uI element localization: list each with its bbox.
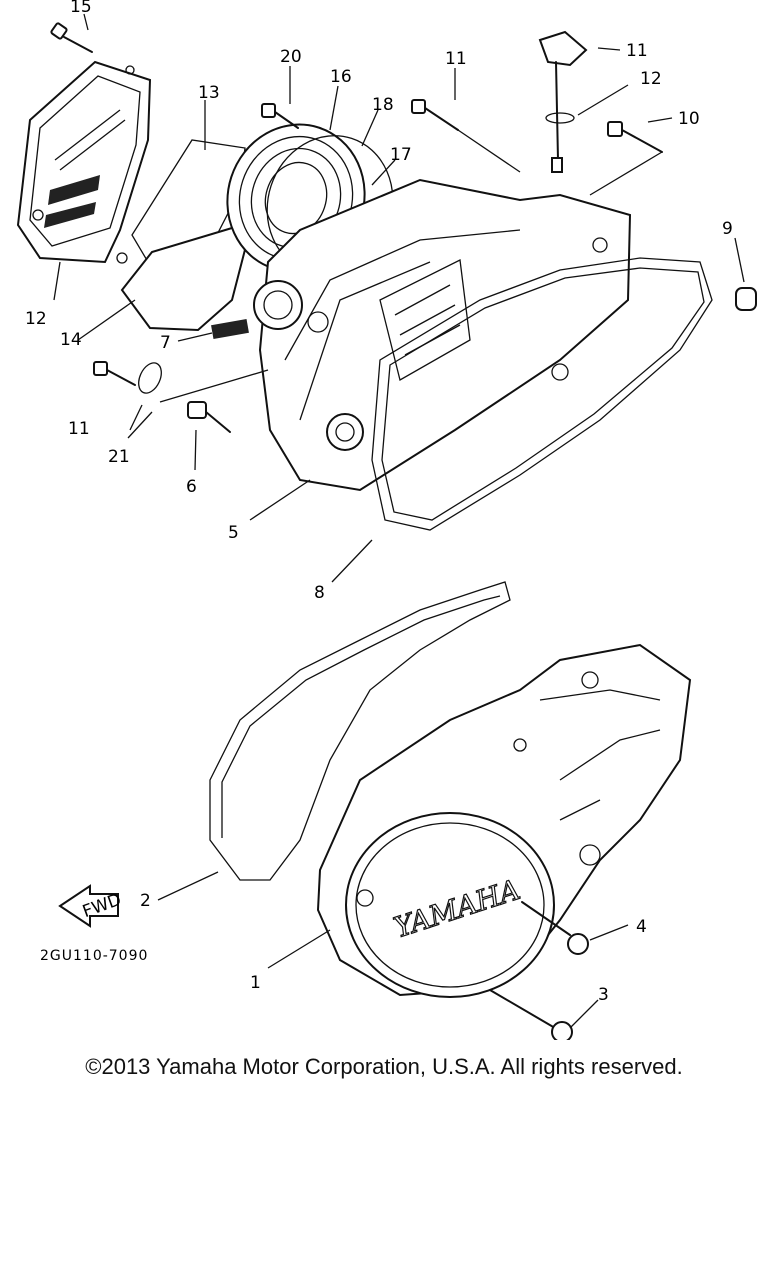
callout-15: 13 — [198, 83, 220, 103]
callout-17: 15 — [70, 0, 92, 17]
copyright-notice: ©2013 Yamaha Motor Corporation, U.S.A. A… — [85, 1054, 683, 1079]
callout-14: 12 — [25, 309, 47, 329]
callout-11-left: 11 — [68, 419, 90, 439]
callout-5: 5 — [228, 523, 239, 543]
callout-19: 17 — [390, 145, 412, 165]
part-2-gasket — [209, 581, 511, 881]
callout-18: 16 — [330, 67, 352, 87]
callout-16: 14 — [60, 330, 82, 350]
callout-20: 18 — [372, 95, 394, 115]
part-6-plug — [187, 401, 231, 433]
part-14-cover-plate — [16, 60, 152, 264]
part-11-bolt-left — [93, 361, 136, 386]
callout-22: 21 — [108, 447, 130, 467]
part-16-gasket — [120, 226, 250, 332]
callout-12: 11 — [626, 41, 648, 61]
part-1-magneto-cover: YAMAHA — [316, 643, 692, 998]
part-8-gasket — [371, 257, 713, 531]
part-11-bolt-top — [411, 99, 459, 131]
part-3-bolt — [489, 989, 573, 1040]
callout-10: 10 — [678, 109, 700, 129]
callout-1: 1 — [250, 973, 261, 993]
callout-3: 3 — [598, 985, 609, 1005]
leader-lines — [53, 13, 745, 1029]
exploded-parts-diagram: YAMAHA FWD 2GU110-7090 — [16, 0, 757, 1040]
part-10-bolt — [607, 121, 663, 153]
callout-4: 4 — [636, 917, 647, 937]
callout-labels: 15 13 12 14 20 16 18 17 11 11 12 10 9 7 … — [25, 0, 733, 1005]
part-9-cap — [735, 287, 757, 311]
callout-6: 6 — [186, 477, 197, 497]
part-7-seal — [211, 318, 249, 340]
part-4-screw — [521, 901, 589, 955]
part-17-bolt — [50, 22, 93, 53]
part-21-bolt — [261, 103, 299, 129]
callout-8: 8 — [314, 583, 325, 603]
part-code: 2GU110-7090 — [40, 948, 148, 964]
callout-21: 20 — [280, 47, 302, 67]
callout-9: 9 — [722, 219, 733, 239]
callout-2: 2 — [140, 891, 151, 911]
callout-7: 7 — [160, 333, 171, 353]
part-22-clip — [138, 362, 162, 394]
callout-13: 12 — [640, 69, 662, 89]
callout-11-top: 11 — [445, 49, 467, 69]
fwd-arrow-icon: FWD — [58, 884, 124, 928]
part-12-filler-cap — [538, 30, 588, 173]
part-5-crankcase-cover — [253, 178, 632, 492]
